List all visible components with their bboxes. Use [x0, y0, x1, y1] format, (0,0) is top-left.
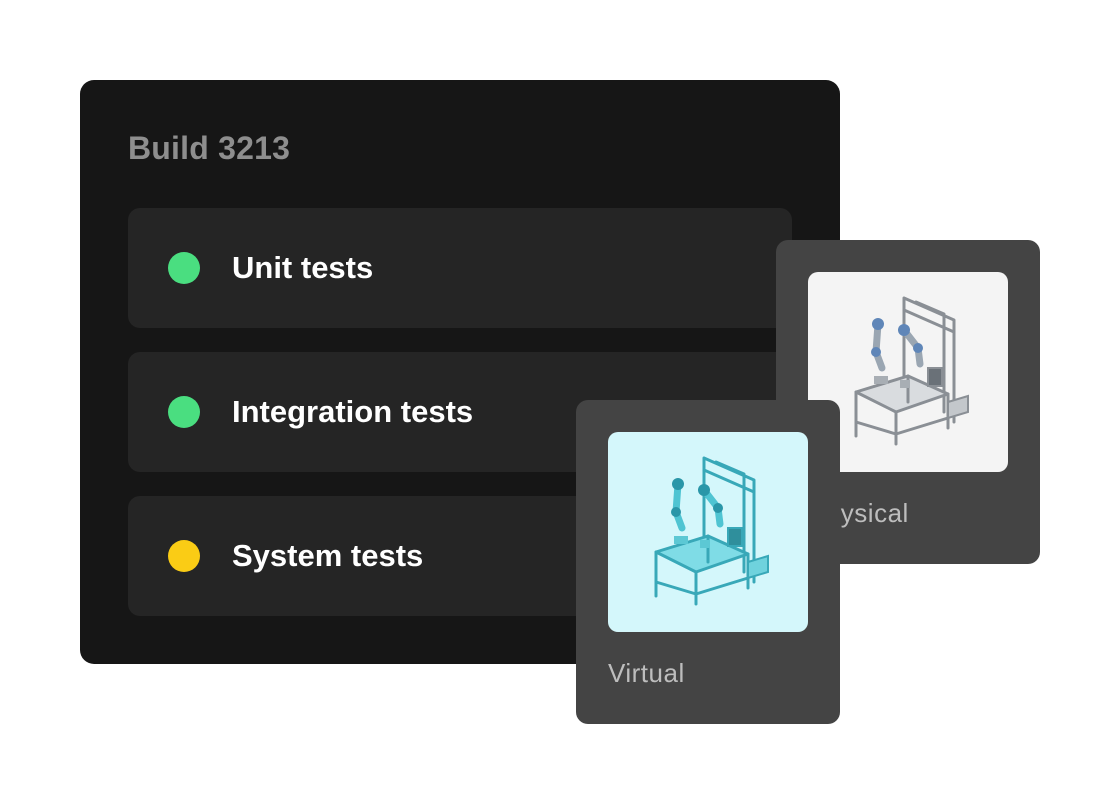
virtual-robot-image [608, 432, 808, 632]
status-dot-icon [168, 396, 200, 428]
test-label: Unit tests [232, 250, 374, 285]
virtual-environment-card[interactable]: Virtual [576, 400, 840, 724]
status-dot-icon [168, 252, 200, 284]
test-label: Integration tests [232, 394, 474, 429]
virtual-label: Virtual [608, 658, 685, 688]
robot-workcell-icon [654, 456, 769, 606]
robot-workcell-icon [854, 296, 969, 446]
status-dot-icon [168, 540, 200, 572]
test-label: System tests [232, 538, 424, 573]
build-title: Build 3213 [128, 130, 291, 166]
physical-robot-image [808, 272, 1008, 472]
test-row-unit[interactable]: Unit tests [128, 208, 792, 328]
